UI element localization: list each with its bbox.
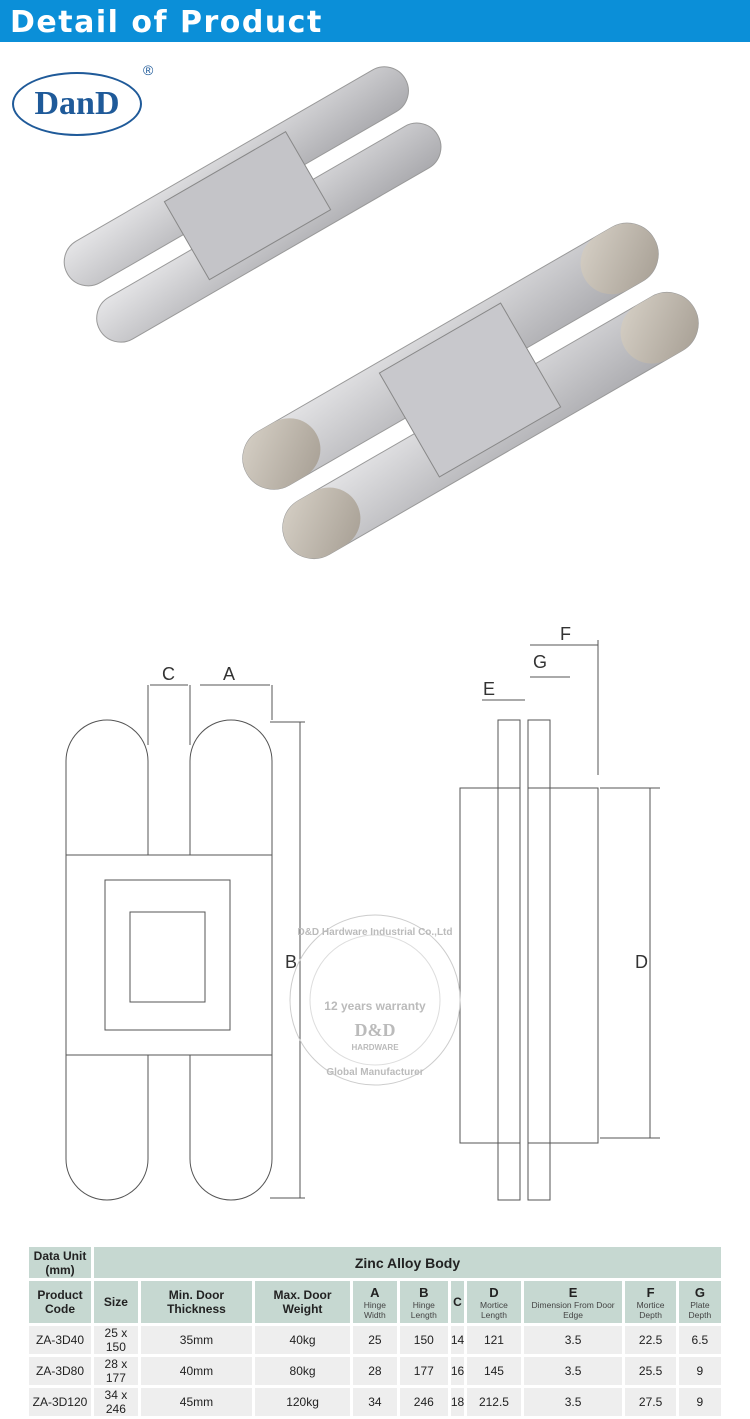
table-cell: 25	[352, 1326, 397, 1354]
column-label: Size	[103, 1295, 128, 1309]
table-cell: 9	[678, 1388, 721, 1416]
column-label: E	[568, 1284, 578, 1300]
table-cell: 80kg	[255, 1357, 350, 1385]
table-cell: 25.5	[625, 1357, 676, 1385]
table-cell: 120kg	[255, 1388, 350, 1416]
table-cell: 6.5	[678, 1326, 721, 1354]
column-sublabel: Dimension From Door Edge	[531, 1299, 615, 1320]
body-label: Zinc Alloy Body	[94, 1247, 721, 1278]
column-label: B	[419, 1284, 429, 1300]
dim-label-d: D	[635, 952, 648, 972]
table-cell: 18	[450, 1388, 465, 1416]
column-label: Min. Door Thickness	[167, 1288, 226, 1316]
table-cell: 3.5	[523, 1388, 623, 1416]
column-label: A	[370, 1284, 380, 1300]
table-cell: ZA-3D80	[29, 1357, 91, 1385]
dim-label-a: A	[223, 664, 235, 684]
watermark-sub: HARDWARE	[351, 1043, 399, 1052]
table-cell: 27.5	[625, 1388, 676, 1416]
dim-label-f: F	[560, 624, 571, 644]
table-cell: 34	[352, 1388, 397, 1416]
table-cell: 177	[399, 1357, 448, 1385]
column-sublabel: Mortice Length	[480, 1299, 508, 1320]
technical-drawing: C A B D E F G 12 years warranty D&D HARD…	[65, 624, 660, 1201]
table-cell: 9	[678, 1357, 721, 1385]
column-label: Product Code	[37, 1288, 83, 1316]
dim-label-e: E	[483, 679, 495, 699]
table-cell: 3.5	[523, 1357, 623, 1385]
table-cell: 40kg	[255, 1326, 350, 1354]
table-cell: ZA-3D120	[29, 1388, 91, 1416]
column-header: Max. Door Weight	[255, 1281, 350, 1323]
watermark-company: D&D Hardware Industrial Co.,Ltd	[297, 927, 452, 938]
table-cell: 212.5	[467, 1388, 521, 1416]
column-label: F	[646, 1284, 655, 1300]
table-cell: 22.5	[625, 1326, 676, 1354]
spec-table: Data Unit (mm)Zinc Alloy Body Product Co…	[26, 1244, 724, 1419]
page-title: Detail of Product	[0, 0, 750, 42]
table-cell: 14	[450, 1326, 465, 1354]
column-header: Product Code	[29, 1281, 91, 1323]
unit-label: Data Unit (mm)	[29, 1247, 91, 1278]
watermark-brand: D&D	[355, 1020, 396, 1040]
table-cell: 34 x 246	[94, 1388, 138, 1416]
watermark-warranty: 12 years warranty	[324, 999, 426, 1013]
column-label: D	[489, 1284, 499, 1300]
column-label: G	[694, 1284, 705, 1300]
table-cell: 16	[450, 1357, 465, 1385]
table-cell: ZA-3D40	[29, 1326, 91, 1354]
registered-mark: ®	[143, 62, 154, 78]
table-cell: 246	[399, 1388, 448, 1416]
column-sublabel: Mortice Depth	[636, 1299, 665, 1320]
table-cell: 28 x 177	[94, 1357, 138, 1385]
dim-label-b: B	[285, 952, 297, 972]
column-sublabel: Hinge Width	[363, 1299, 386, 1320]
column-sublabel: Hinge Length	[410, 1299, 437, 1320]
dand-logo: DanD	[12, 72, 142, 136]
column-sublabel: Plate Depth	[688, 1299, 712, 1320]
product-photo	[63, 66, 699, 560]
column-label: C	[453, 1295, 462, 1309]
table-cell: 25 x 150	[94, 1326, 138, 1354]
table-cell: 3.5	[523, 1326, 623, 1354]
dim-label-c: C	[162, 664, 175, 684]
column-label: Max. Door Weight	[273, 1288, 332, 1316]
column-header: Size	[94, 1281, 138, 1323]
table-cell: 45mm	[140, 1388, 253, 1416]
table-cell: 35mm	[140, 1326, 253, 1354]
column-header: Min. Door Thickness	[140, 1281, 253, 1323]
watermark-tagline: Global Manufacturer	[326, 1067, 423, 1078]
table-cell: 150	[399, 1326, 448, 1354]
table-cell: 28	[352, 1357, 397, 1385]
dim-label-g: G	[533, 652, 547, 672]
table-cell: 40mm	[140, 1357, 253, 1385]
table-cell: 121	[467, 1326, 521, 1354]
column-header: C	[450, 1281, 465, 1323]
table-cell: 145	[467, 1357, 521, 1385]
